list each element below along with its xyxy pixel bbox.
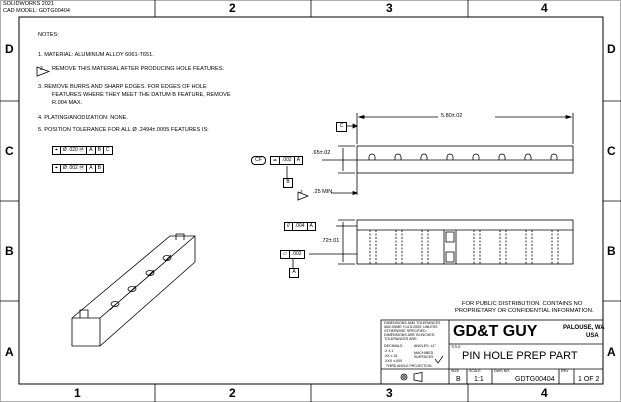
spec-line-1: DIMENSIONS AND TOLERANCES [384, 321, 441, 325]
drawing-title: PIN HOLE PREP PART [462, 350, 578, 362]
spec-line-3: OTHERWISE SPECIFIED, [384, 329, 427, 333]
note-4: 4. PLATING/ANODIZATION: NONE. [38, 115, 128, 121]
decimals-label: DECIMALS [384, 344, 403, 348]
scale-label: SCALE [469, 369, 481, 373]
note-3-line2: FEATURES WHERE THEY MEET THE DATUM B FEA… [52, 92, 231, 98]
parallelism-icon: // [285, 223, 293, 230]
profile-tolerance: .002 [280, 157, 295, 164]
third-angle-label: THIRD ANGLE PROJECTION [386, 364, 432, 368]
fcf-tolerance: Ø .002 Ⓜ [61, 165, 88, 172]
profile-datum: A [296, 157, 301, 163]
zone-top-2: 2 [229, 1, 236, 15]
decimal-tol-3: .XXX ±.005 [384, 359, 403, 363]
angles-label: ANGLES: ±1° [414, 344, 436, 348]
fcf-datum-b: B [96, 147, 104, 154]
fcf-datum-b: B [97, 165, 101, 171]
note-2-flag: 2 [36, 64, 51, 82]
zone-left-a: A [5, 345, 14, 359]
continuous-feature-symbol: CF [251, 156, 266, 165]
position-symbol-icon: ⌖ [53, 165, 61, 172]
software-label: SOLIDWORKS 2021 [3, 1, 55, 7]
position-fcf-composite: ⌖ Ø .020 Ⓜ A B C ⌖ Ø .002 Ⓜ A B [52, 138, 113, 174]
decimal-tol-1: .X ±.1 [384, 349, 394, 353]
note-5: 5. POSITION TOLERANCE FOR ALL Ø .2494±.0… [38, 127, 209, 133]
company-location-2: USA [586, 333, 599, 339]
zone-right-b: B [607, 244, 616, 258]
zone-top-4: 4 [541, 1, 548, 15]
flatness-fcf: ▱ .002 [280, 250, 305, 259]
company-name: GD&T GUY [453, 323, 538, 340]
profile-surface-icon: ⌓ [271, 157, 280, 164]
note-2: REMOVE THIS MATERIAL AFTER PRODUCING HOL… [52, 66, 224, 72]
zone-bottom-3: 3 [386, 386, 393, 400]
fcf-datum-a: A [87, 165, 96, 172]
note-3-line3: R.004 MAX. [52, 100, 83, 106]
position-symbol-icon: ⌖ [53, 147, 61, 154]
spec-line-2: IAW ASME Y14.5-2009. UNLESS [384, 325, 438, 329]
zone-left-c: C [5, 144, 14, 158]
dwg-no-label: DWG NO. [494, 369, 511, 373]
zone-right-d: D [607, 42, 616, 56]
title-label: TITLE [451, 345, 461, 349]
length-dimension: 5.80±.02 [441, 113, 463, 119]
note-3-line1: 3. REMOVE BURRS AND SHARP EDGES. FOR EDG… [38, 84, 207, 90]
machined-label: MACHINED [414, 351, 434, 355]
zone-left-d: D [5, 42, 14, 56]
size-value: B [456, 376, 461, 383]
height-dimension-front: .72±.01 [321, 238, 340, 244]
decimal-tol-2: .XX ±.01 [384, 354, 398, 358]
distribution-line-2: PROPRIETARY OR CONFIDENTIAL INFORMATION. [455, 308, 594, 314]
distribution-line-1: FOR PUBLIC DISTRIBUTION. CONTAINS NO [462, 301, 583, 307]
datum-b-label: B [283, 178, 293, 188]
dwg-no-value: GDTG00404 [515, 376, 555, 383]
cad-model-label: CAD MODEL: GDTG00404 [3, 8, 70, 14]
datum-a-label: A [289, 268, 299, 278]
profile-fcf: ⌓ .002 A [270, 156, 304, 165]
surface-finish-icon [434, 351, 444, 369]
zone-bottom-1: 1 [74, 386, 81, 400]
rev-label: REV [561, 369, 569, 373]
min-dimension: .25 MIN [313, 189, 333, 195]
datum-c-label: C [336, 122, 347, 132]
zone-top-3: 3 [386, 1, 393, 15]
zone-bottom-2: 2 [229, 386, 236, 400]
parallelism-datum: A [309, 223, 313, 229]
sheet-value: 1 OF 2 [578, 376, 600, 383]
parallelism-fcf: // .004 A [284, 222, 316, 231]
scale-value: 1:1 [474, 376, 484, 383]
note-2-flag-number: 2 [40, 66, 43, 72]
position-fcf-upper: ⌖ Ø .020 Ⓜ A B C [52, 146, 113, 155]
zone-bottom-4: 4 [541, 386, 548, 400]
position-fcf-lower: ⌖ Ø .002 Ⓜ A B [52, 164, 104, 173]
height-dimension-top: .65±.02 [312, 150, 331, 156]
fcf-tolerance: Ø .020 Ⓜ [61, 147, 88, 154]
flag-number: 2 [300, 189, 303, 194]
note-2-flag-top-view: 2 [297, 188, 310, 206]
size-label: SIZE [451, 369, 459, 373]
spec-line-5: TOLERANCES ARE: [384, 337, 418, 341]
zone-right-c: C [607, 144, 616, 158]
fcf-datum-a: A [87, 147, 96, 154]
flatness-icon: ▱ [281, 251, 290, 258]
note-1: 1. MATERIAL: ALUMINUM ALLOY 6061-T651. [38, 52, 154, 58]
company-location-1: PALOUSE, WA [563, 325, 605, 331]
parallelism-tolerance: .004 [293, 223, 308, 230]
spec-line-4: DIMENSIONS ARE IN INCHES. [384, 333, 436, 337]
fcf-datum-c: C [105, 147, 110, 153]
notes-title: NOTES: [38, 32, 59, 38]
flatness-tolerance: .002 [291, 251, 302, 257]
zone-right-a: A [607, 345, 616, 359]
surfaces-label: SURFACES [414, 355, 434, 359]
zone-left-b: B [5, 244, 14, 258]
